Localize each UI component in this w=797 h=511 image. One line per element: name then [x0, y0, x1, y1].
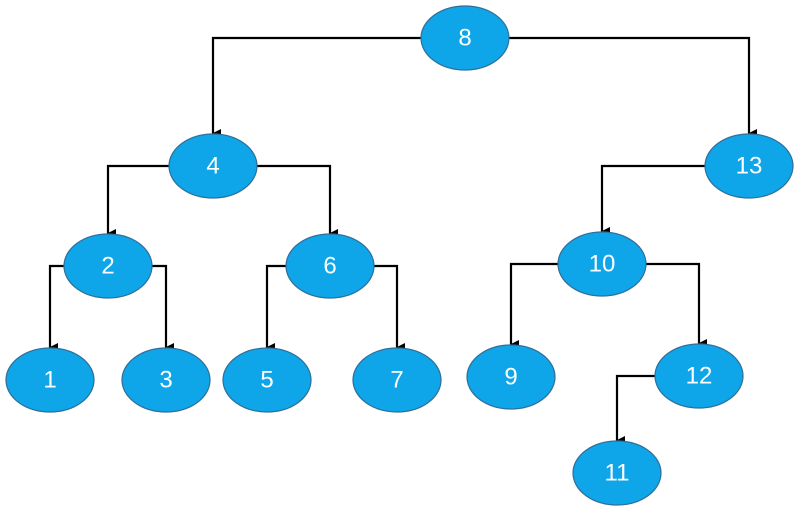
node-ellipse-11 [572, 440, 662, 506]
edge-6-to-5 [265, 264, 286, 353]
edge-10-to-12 [646, 262, 707, 349]
tree-node-4: 4 [168, 133, 258, 199]
edge-6-to-7 [374, 264, 405, 353]
edge-13-to-10 [600, 164, 705, 237]
edge-8-to-4 [211, 36, 421, 139]
tree-node-2: 2 [63, 233, 153, 299]
edges-layer [48, 36, 757, 446]
node-label-12: 12 [686, 362, 713, 389]
node-label-8: 8 [458, 24, 471, 51]
node-label-9: 9 [504, 363, 517, 390]
node-label-3: 3 [159, 366, 172, 393]
edge-8-to-13 [509, 36, 757, 139]
edge-4-to-2 [106, 164, 169, 239]
node-ellipse-10 [557, 231, 647, 297]
node-ellipse-5 [222, 347, 312, 413]
node-ellipse-7 [352, 347, 442, 413]
node-ellipse-4 [168, 133, 258, 199]
edge-2-to-1 [48, 264, 64, 353]
edge-2-to-3 [152, 264, 174, 353]
node-label-10: 10 [589, 250, 616, 277]
node-label-4: 4 [206, 152, 219, 179]
tree-node-6: 6 [285, 233, 375, 299]
tree-node-10: 10 [557, 231, 647, 297]
node-label-5: 5 [260, 366, 273, 393]
tree-node-7: 7 [352, 347, 442, 413]
node-label-13: 13 [736, 152, 763, 179]
tree-node-5: 5 [222, 347, 312, 413]
tree-node-13: 13 [704, 133, 794, 199]
node-label-1: 1 [43, 366, 56, 393]
tree-node-11: 11 [572, 440, 662, 506]
tree-node-3: 3 [121, 347, 211, 413]
node-label-2: 2 [101, 252, 114, 279]
tree-node-8: 8 [420, 5, 510, 71]
node-label-11: 11 [605, 459, 630, 486]
tree-node-1: 1 [5, 347, 95, 413]
node-label-7: 7 [390, 366, 403, 393]
tree-node-12: 12 [654, 343, 744, 409]
node-ellipse-12 [654, 343, 744, 409]
node-ellipse-3 [121, 347, 211, 413]
edge-12-to-11 [615, 374, 655, 446]
node-ellipse-2 [63, 233, 153, 299]
node-ellipse-8 [420, 5, 510, 71]
node-ellipse-1 [5, 347, 95, 413]
node-ellipse-13 [704, 133, 794, 199]
node-ellipse-6 [285, 233, 375, 299]
node-ellipse-9 [466, 344, 556, 410]
node-label-6: 6 [323, 252, 336, 279]
tree-node-9: 9 [466, 344, 556, 410]
edge-4-to-6 [257, 164, 338, 239]
edge-10-to-9 [509, 262, 558, 350]
